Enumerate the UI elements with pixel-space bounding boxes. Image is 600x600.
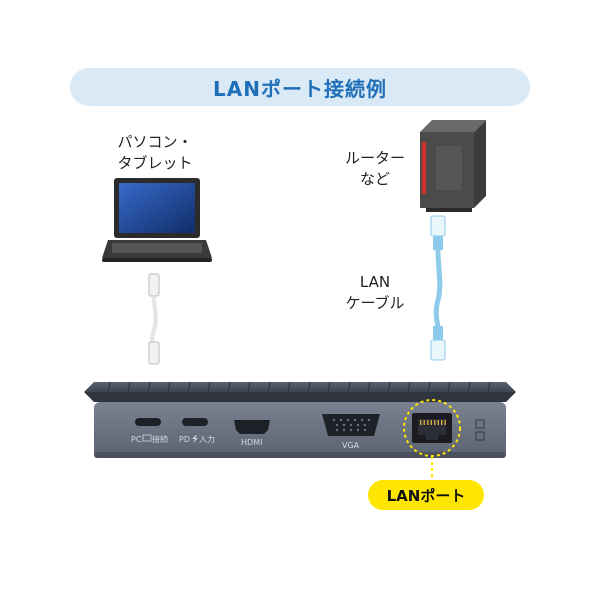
usb-c-port-pd [182,418,208,426]
router-label-line2: など [359,170,390,188]
pc-label: パソコン・ タブレット [100,132,210,174]
port-label-pd: PD [179,435,190,444]
port-label-pc: PC [131,435,142,444]
router-label-line1: ルーター [344,149,405,167]
svg-text:接続: 接続 [152,434,168,444]
diagram-title: LANポート接続例 [213,76,387,101]
network-icon [475,419,485,429]
lan-cable-label: LAN ケーブル [330,272,420,314]
docking-hub: PC 接続 PD 入力 HDMI VGA [84,381,516,458]
usb-c-cable [148,273,160,365]
usb-c-port-pc [135,418,161,426]
lan-cable-icon [430,215,446,361]
router-icon [420,120,486,212]
lan-port-tag-label: LANポート [386,486,466,505]
router-label: ルーター など [330,148,420,190]
title-banner: LANポート接続例 [70,68,530,106]
pc-label-line1: パソコン・ [117,133,193,151]
pc-label-line2: タブレット [117,154,193,172]
laptop-icon [102,178,212,262]
lan-cable-label-line1: LAN [359,273,391,291]
hdmi-port [234,420,270,434]
port-label-vga: VGA [342,441,360,450]
port-label-hdmi: HDMI [241,438,262,447]
lan-port-tag: LANポート [368,480,484,510]
lan-port-callout [403,399,461,482]
svg-text:入力: 入力 [199,434,215,444]
lan-cable-label-line2: ケーブル [345,294,405,312]
